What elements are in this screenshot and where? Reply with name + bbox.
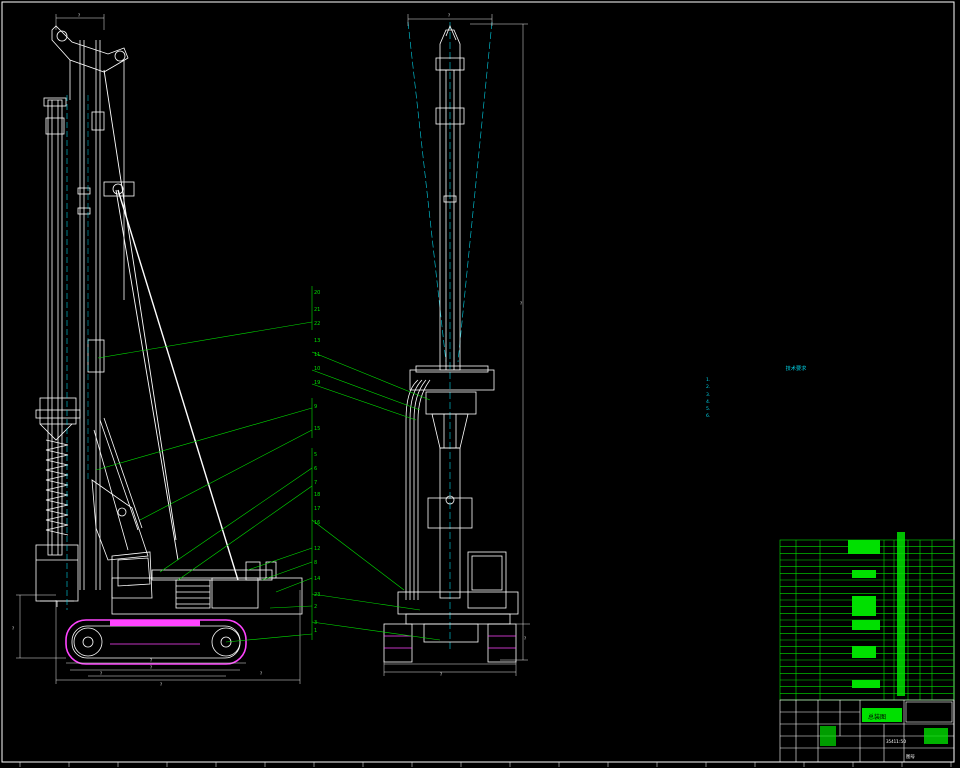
technical-note-line: 3.: [706, 392, 711, 398]
balloon-side-2: 21: [314, 307, 320, 313]
mast: [77, 40, 105, 590]
balloon-side-6: 5: [314, 452, 317, 458]
balloon-front-1: 13: [314, 338, 320, 344]
cable-1: [103, 69, 177, 541]
mast-pulley: [103, 181, 135, 197]
cable-2: [117, 189, 239, 581]
balloon-side-16: 1: [314, 628, 317, 634]
title-block-marker: 图号: [906, 754, 915, 760]
balloon-side-10: 17: [314, 506, 320, 512]
front-cab: [467, 551, 507, 609]
title-block-drawing-name: 总装图: [868, 713, 886, 721]
luffing-cylinder: [93, 417, 143, 551]
front-top-dim-text: ?: [448, 13, 450, 18]
balloon-side-15: 2: [314, 604, 317, 610]
bottom-ruler: [19, 762, 952, 767]
kelly-bar: [43, 97, 67, 556]
balloon-front-6: 3: [314, 620, 317, 626]
front-lower-mast: [427, 447, 473, 599]
technical-note-line: 4.: [706, 399, 711, 405]
parts-list: [779, 532, 955, 701]
balloon-side-5: 15: [314, 426, 320, 432]
side-leaders: [95, 286, 313, 643]
technical-note-line: 6.: [706, 414, 711, 420]
balloon-front-3: 10: [314, 366, 320, 372]
front-rotary-head: [409, 365, 495, 449]
front-right-small-dim: ?: [524, 636, 526, 641]
side-track-pitch-dim: ?: [100, 671, 102, 676]
side-bottom-dimensions: [55, 590, 301, 684]
front-view: ?: [383, 13, 530, 677]
side-height-dim-text: ?: [12, 626, 14, 631]
side-rear-dim: ?: [260, 671, 262, 676]
technical-notes-title: 技术要求: [785, 366, 807, 372]
balloon-side-3: 22: [314, 321, 320, 327]
side-house: [111, 561, 303, 615]
technical-note-line: 5.: [706, 407, 711, 413]
balloon-side-13: 8: [314, 560, 317, 566]
side-top-dim-text: ?: [78, 13, 80, 18]
side-balloons: 20 21 22 9 15 5 6 7 18 17 16 12 8 14 2 1: [314, 290, 320, 634]
balloon-side-9: 18: [314, 492, 320, 498]
front-frame: [397, 591, 519, 643]
front-leaders: [311, 351, 441, 641]
title-block: [779, 699, 955, 763]
title-block-weight: 3541: [886, 739, 897, 744]
a-frame: [91, 479, 149, 561]
balloon-side-7: 6: [314, 466, 317, 472]
front-right-dimension: [470, 23, 530, 661]
balloon-side-11: 16: [314, 520, 320, 526]
front-tracks: [383, 623, 517, 663]
balloon-front-2: 11: [314, 352, 320, 358]
side-top-dimension: [55, 14, 105, 30]
front-balloons: 13 11 10 19 23 3: [314, 338, 320, 626]
side-total-dim: ?: [160, 682, 162, 687]
balloon-side-8: 7: [314, 480, 317, 486]
balloon-front-5: 23: [314, 592, 320, 598]
kelly-spring: [45, 439, 69, 536]
cable-3: [115, 189, 179, 561]
technical-note-line: 1.: [706, 378, 711, 384]
side-crawler: [65, 619, 247, 665]
front-height-dim-text: ?: [520, 301, 522, 306]
balloon-side-12: 12: [314, 546, 320, 552]
technical-note-line: 2.: [706, 385, 711, 391]
title-block-scale: 1:50: [896, 739, 906, 745]
drill-bucket: [35, 544, 79, 607]
balloon-front-4: 19: [314, 380, 320, 386]
technical-notes: 技术要求 1. 2. 3. 4. 5. 6.: [706, 366, 886, 420]
side-left-dimension: [16, 594, 66, 659]
mast-crown: [51, 25, 129, 300]
front-bottom-dimensions: [383, 660, 517, 676]
side-view: ?: [12, 13, 303, 687]
side-track-inner-dim: ?: [150, 665, 152, 670]
balloon-side-1: 20: [314, 290, 320, 296]
balloon-side-14: 14: [314, 576, 320, 582]
front-track-width-dim: ?: [440, 672, 442, 677]
front-crown: [435, 24, 465, 71]
balloon-side-4: 9: [314, 404, 317, 410]
front-hoses: [405, 379, 431, 600]
side-track-overall-dim: ?: [150, 658, 152, 663]
